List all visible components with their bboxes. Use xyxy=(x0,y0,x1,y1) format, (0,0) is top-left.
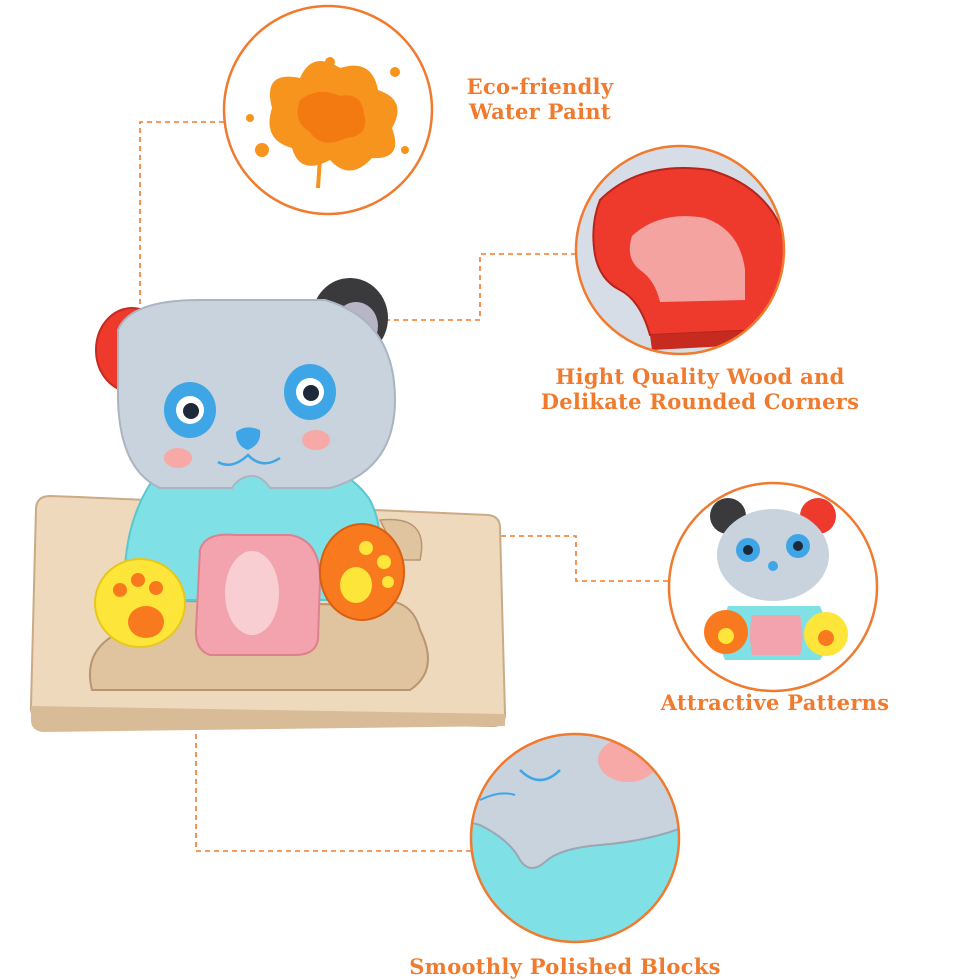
detail-circle-paint xyxy=(222,4,434,216)
detail-circle-wood xyxy=(574,144,786,356)
panda-puzzle xyxy=(94,278,405,656)
caption-polished: Smoothly Polished Blocks xyxy=(380,954,750,979)
caption-paint: Eco-friendly Water Paint xyxy=(420,74,660,124)
caption-line: Water Paint xyxy=(469,99,611,124)
caption-line: Delikate Rounded Corners xyxy=(540,389,860,414)
leader-line-wood xyxy=(385,253,576,321)
leader-line-paint xyxy=(139,121,224,318)
caption-line: Attractive Patterns xyxy=(660,690,890,715)
caption-patterns: Attractive Patterns xyxy=(630,690,920,715)
caption-line: Smoothly Polished Blocks xyxy=(409,954,721,979)
caption-line: Eco-friendly xyxy=(466,74,614,99)
caption-line: Hight Quality Wood and xyxy=(555,364,845,389)
caption-wood: Hight Quality Wood and Delikate Rounded … xyxy=(520,364,880,414)
detail-circle-patterns xyxy=(667,481,879,693)
detail-circle-polished xyxy=(469,732,681,944)
